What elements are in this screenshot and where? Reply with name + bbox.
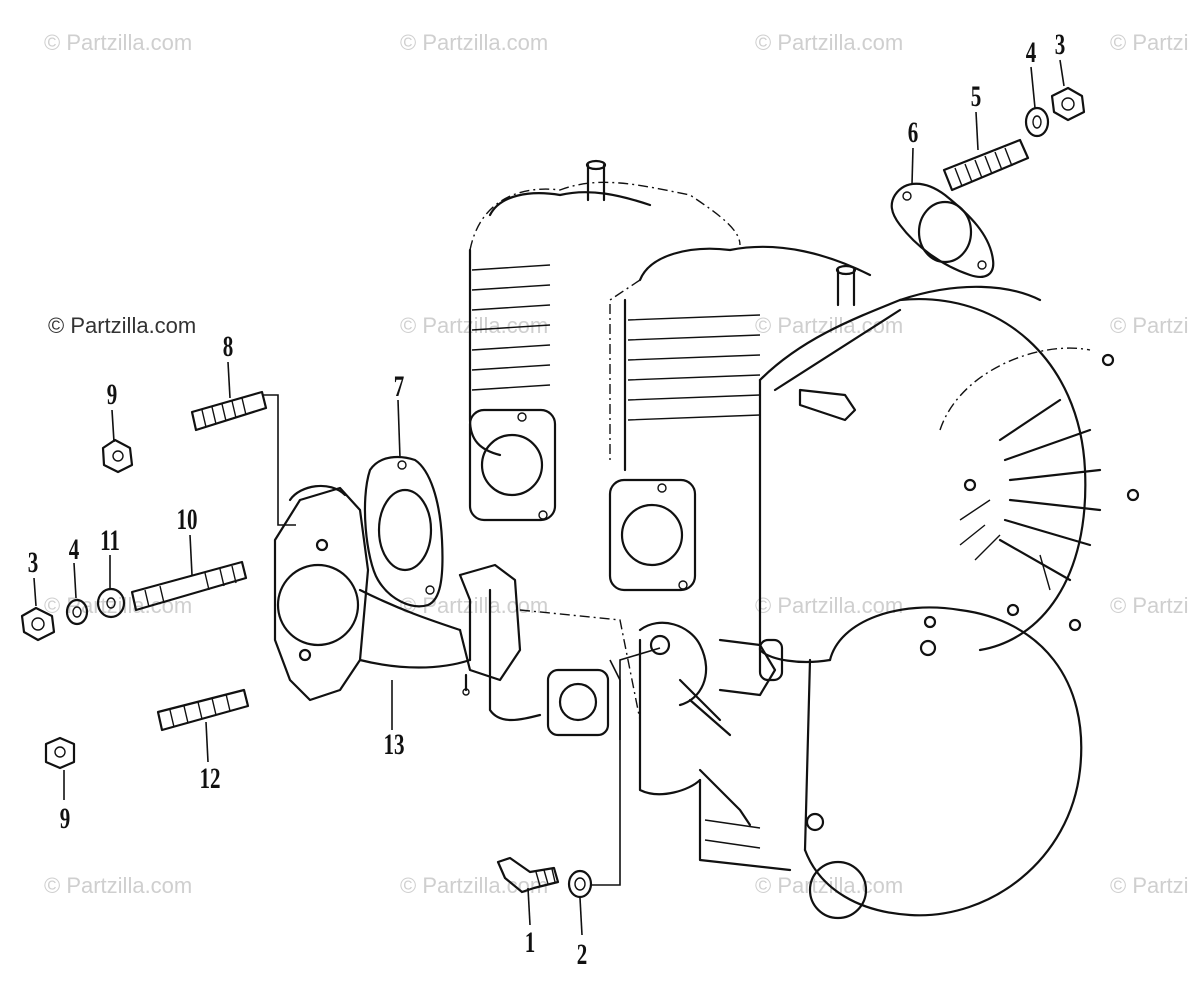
watermark: © Partzilla.com [755, 313, 904, 338]
callout-3-top: 3 [1054, 28, 1066, 61]
watermark: © Partzilla.com [755, 593, 904, 618]
callout-8: 8 [222, 330, 234, 363]
watermark: © Partzilla.com [44, 30, 193, 55]
callout-10: 10 [176, 503, 198, 536]
washer-4-left [65, 598, 89, 626]
callout-3-left: 3 [27, 546, 39, 579]
exhaust-gasket [890, 182, 995, 278]
stud-8 [190, 390, 268, 432]
watermark: © Partzi [1110, 313, 1189, 338]
fitting-1 [496, 856, 560, 894]
washer-2 [567, 869, 593, 899]
watermark: © Partzilla.com [400, 30, 549, 55]
callout-6: 6 [907, 116, 919, 149]
callout-9-bottom: 9 [59, 802, 71, 835]
leader-lines [33, 59, 1065, 936]
stud-5 [942, 138, 1030, 192]
watermark: © Partzilla.com [755, 30, 904, 55]
engine-assembly [468, 159, 1140, 920]
manifold-gasket [363, 455, 444, 608]
nut-3-left [20, 606, 56, 642]
nut-9-bottom [44, 736, 76, 770]
callout-12: 12 [199, 762, 221, 795]
callout-4-top: 4 [1025, 36, 1037, 69]
watermark: © Partzi [1110, 873, 1189, 898]
callout-13: 13 [383, 728, 405, 761]
watermark: © Partzi [1110, 593, 1189, 618]
stud-10 [130, 560, 248, 612]
callout-4-left: 4 [68, 533, 80, 566]
washer-11 [96, 587, 126, 619]
watermark: © Partzilla.com [400, 873, 549, 898]
watermark: © Partzilla.com [400, 313, 549, 338]
watermark: © Partzi [1110, 30, 1189, 55]
callout-7: 7 [393, 370, 405, 403]
nut-9-top [101, 438, 134, 474]
washer-4-top [1024, 106, 1050, 138]
watermark: © Partzilla.com [44, 873, 193, 898]
exhaust-manifold [273, 484, 522, 702]
stud-12 [156, 688, 250, 732]
callout-11: 11 [100, 524, 120, 557]
nut-3-top [1050, 86, 1086, 122]
callout-5: 5 [970, 80, 982, 113]
callout-9-top: 9 [106, 378, 118, 411]
callout-1: 1 [524, 926, 536, 959]
callout-2: 2 [576, 938, 588, 971]
watermark: © Partzilla.com [48, 313, 197, 338]
